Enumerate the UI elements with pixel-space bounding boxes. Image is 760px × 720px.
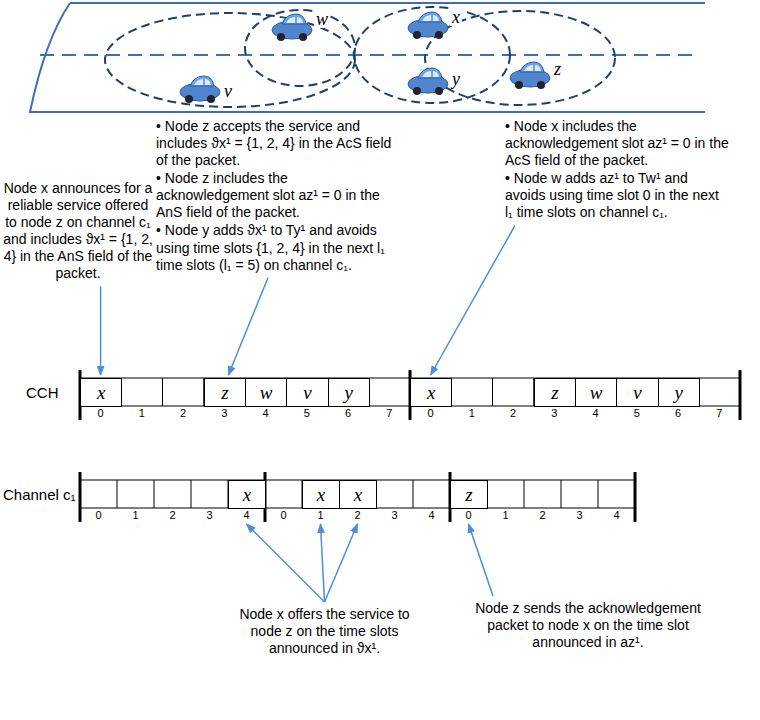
slot-number: 1 — [462, 408, 482, 419]
slot-owner: z — [465, 485, 472, 504]
leader-arrow — [100, 286, 102, 375]
slot-number: 2 — [533, 510, 553, 521]
slot-owner: x — [427, 383, 435, 402]
annotation-text: • Node z accepts the service and include… — [156, 118, 401, 169]
car-label: y — [450, 70, 462, 88]
annotation-text: • Node x includes the acknowledgement sl… — [505, 118, 730, 169]
slot-owner: v — [633, 383, 641, 402]
slot-number: 5 — [627, 408, 647, 419]
frame-boundary — [739, 370, 742, 420]
annotation-text: Node x offers the service to node z on t… — [222, 606, 427, 657]
leader-arrow — [325, 524, 358, 602]
slot-cell: y — [328, 378, 370, 407]
slot-owner: y — [344, 383, 352, 402]
slot-divider — [162, 378, 163, 406]
slot-number: 7 — [379, 408, 399, 419]
slot-divider — [598, 480, 599, 508]
slot-bar — [80, 480, 635, 508]
annotation-text: • Node y adds ϑx¹ to Ty¹ and avoids usin… — [156, 222, 401, 273]
slot-number: 1 — [311, 510, 331, 521]
slot-number: 0 — [459, 510, 479, 521]
slot-owner: x — [243, 485, 251, 504]
slot-cell: x — [302, 480, 340, 509]
frame-boundary — [634, 472, 637, 522]
slot-owner: v — [303, 383, 311, 402]
slot-owner: x — [354, 485, 362, 504]
slot-number: 1 — [132, 408, 152, 419]
slot-cell: z — [204, 378, 246, 407]
slot-owner: x — [97, 383, 105, 402]
slot-bar — [80, 378, 740, 406]
slot-owner: w — [260, 383, 273, 402]
slot-divider — [413, 480, 414, 508]
slot-number: 3 — [544, 408, 564, 419]
slot-number: 0 — [421, 408, 441, 419]
car-label: x — [450, 8, 462, 26]
slot-number: 6 — [668, 408, 688, 419]
slot-cell: x — [80, 378, 122, 407]
slot-owner: w — [590, 383, 603, 402]
slot-owner: y — [674, 383, 682, 402]
slot-divider — [492, 378, 493, 406]
annotation-text: Node z sends the acknowledgement packet … — [468, 600, 708, 651]
slot-number: 4 — [586, 408, 606, 419]
frame-boundary — [79, 472, 82, 522]
slot-cell: z — [534, 378, 576, 407]
slot-number: 7 — [709, 408, 729, 419]
slot-cell: y — [658, 378, 700, 407]
annotation-text: • Node z includes the acknowledgement sl… — [156, 170, 401, 221]
slot-owner: x — [317, 485, 325, 504]
slot-divider — [117, 480, 118, 508]
slot-divider — [154, 480, 155, 508]
annotation-text: Node x announces for a reliable service … — [3, 180, 153, 282]
slot-divider — [524, 480, 525, 508]
slot-cell: v — [616, 378, 658, 407]
slot-number: 0 — [91, 408, 111, 419]
slot-number: 5 — [297, 408, 317, 419]
slot-number: 6 — [338, 408, 358, 419]
slot-number: 0 — [89, 510, 109, 521]
slot-number: 1 — [126, 510, 146, 521]
leader-arrow — [431, 225, 515, 375]
slot-number: 3 — [385, 510, 405, 521]
leader-arrow — [247, 524, 325, 602]
slot-number: 2 — [348, 510, 368, 521]
channel-name: CCH — [26, 385, 59, 400]
slot-number: 4 — [607, 510, 627, 521]
slot-number: 3 — [570, 510, 590, 521]
slot-cell: v — [286, 378, 328, 407]
slot-number: 4 — [237, 510, 257, 521]
slot-cell: z — [450, 480, 488, 509]
car-label: w — [314, 10, 330, 28]
slot-number: 1 — [496, 510, 516, 521]
slot-number: 3 — [200, 510, 220, 521]
leader-arrow — [228, 278, 268, 375]
slot-number: 2 — [163, 510, 183, 521]
slot-cell: x — [339, 480, 377, 509]
slot-number: 4 — [256, 408, 276, 419]
car-label: z — [552, 60, 563, 78]
slot-number: 2 — [503, 408, 523, 419]
slot-cell: w — [575, 378, 617, 407]
slot-number: 2 — [173, 408, 193, 419]
slot-divider — [191, 480, 192, 508]
slot-number: 3 — [214, 408, 234, 419]
leader-arrow — [469, 524, 494, 596]
leader-arrow — [321, 524, 325, 602]
slot-divider — [561, 480, 562, 508]
slot-number: 0 — [274, 510, 294, 521]
car-label: v — [222, 82, 234, 100]
channel-name: Channel c₁ — [3, 487, 76, 502]
slot-cell: x — [410, 378, 452, 407]
slot-owner: z — [221, 383, 228, 402]
slot-owner: z — [551, 383, 558, 402]
slot-cell: w — [245, 378, 287, 407]
slot-number: 4 — [422, 510, 442, 521]
slot-cell: x — [228, 480, 266, 509]
annotation-text: • Node w adds az¹ to Tw¹ and avoids usin… — [505, 170, 730, 221]
